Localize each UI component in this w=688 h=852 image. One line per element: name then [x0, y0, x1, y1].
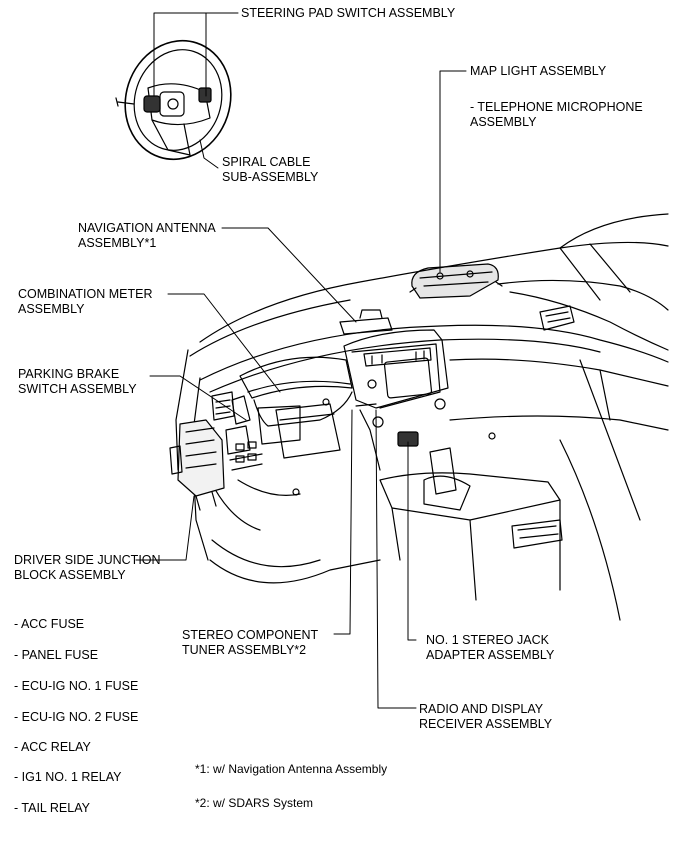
steering-wheel-drawing [110, 27, 246, 173]
junction-item: - ECU-IG NO. 2 FUSE [14, 710, 139, 724]
left-dash-drawing [210, 399, 340, 530]
label-steering-pad-switch: STEERING PAD SWITCH ASSEMBLY [241, 6, 455, 21]
label-parking-brake-line-2: SWITCH ASSEMBLY [18, 382, 137, 396]
label-combination-meter: COMBINATION METER ASSEMBLY [18, 287, 153, 317]
label-radio-display-receiver: RADIO AND DISPLAY RECEIVER ASSEMBLY [419, 702, 552, 732]
junction-item: - ECU-IG NO. 1 FUSE [14, 679, 139, 693]
label-map-light: MAP LIGHT ASSEMBLY [470, 64, 606, 79]
console-drawing [380, 448, 562, 600]
label-spiral-cable: SPIRAL CABLE SUB-ASSEMBLY [222, 155, 318, 185]
label-navigation-antenna: NAVIGATION ANTENNA ASSEMBLY*1 [78, 221, 216, 251]
cabin-outline [176, 214, 668, 620]
junction-item: - IG1 NO. 1 RELAY [14, 770, 122, 784]
label-stereo-tuner-line-2: TUNER ASSEMBLY*2 [182, 643, 307, 657]
label-spiral-cable-line-2: SUB-ASSEMBLY [222, 170, 319, 184]
label-stereo-jack-line-2: ADAPTER ASSEMBLY [426, 648, 555, 662]
label-steering-pad-line-1: STEERING PAD SWITCH ASSEMBLY [241, 6, 456, 20]
label-stereo-jack-line-1: NO. 1 STEREO JACK [426, 633, 549, 647]
label-parking-brake-switch: PARKING BRAKE SWITCH ASSEMBLY [18, 367, 137, 397]
map-light-drawing [410, 264, 502, 298]
label-telephone-mic-line-2: ASSEMBLY [470, 115, 537, 129]
junction-item: - ACC FUSE [14, 617, 85, 631]
label-stereo-component-tuner: STEREO COMPONENT TUNER ASSEMBLY*2 [182, 628, 318, 658]
label-parking-brake-line-1: PARKING BRAKE [18, 367, 120, 381]
label-telephone-mic-line-1: - TELEPHONE MICROPHONE [470, 100, 643, 114]
label-map-light-line-1: MAP LIGHT ASSEMBLY [470, 64, 607, 78]
leader-lines [136, 13, 466, 708]
label-radio-display-line-1: RADIO AND DISPLAY [419, 702, 544, 716]
label-driver-side-junction-block: DRIVER SIDE JUNCTION BLOCK ASSEMBLY [14, 553, 161, 583]
junction-item: - PANEL FUSE [14, 648, 99, 662]
label-telephone-microphone: - TELEPHONE MICROPHONE ASSEMBLY [470, 100, 643, 130]
footnote-1: *1: w/ Navigation Antenna Assembly [195, 762, 388, 776]
label-stereo-jack-adapter: NO. 1 STEREO JACK ADAPTER ASSEMBLY [426, 633, 554, 663]
label-combo-meter-line-1: COMBINATION METER [18, 287, 153, 301]
center-stack-drawing [340, 310, 448, 470]
label-junction-block-line-1: DRIVER SIDE JUNCTION [14, 553, 161, 567]
label-radio-display-line-2: RECEIVER ASSEMBLY [419, 717, 553, 731]
label-nav-antenna-line-2: ASSEMBLY*1 [78, 236, 157, 250]
label-nav-antenna-line-1: NAVIGATION ANTENNA [78, 221, 216, 235]
cluster-drawing [212, 357, 352, 426]
label-spiral-cable-line-1: SPIRAL CABLE [222, 155, 311, 169]
junction-block-drawing [170, 420, 224, 510]
label-stereo-tuner-line-1: STEREO COMPONENT [182, 628, 319, 642]
label-combo-meter-line-2: ASSEMBLY [18, 302, 85, 316]
label-junction-block-line-2: BLOCK ASSEMBLY [14, 568, 126, 582]
footnote-2: *2: w/ SDARS System [195, 796, 314, 810]
junction-item: - ACC RELAY [14, 740, 91, 754]
junction-item: - TAIL RELAY [14, 801, 90, 815]
